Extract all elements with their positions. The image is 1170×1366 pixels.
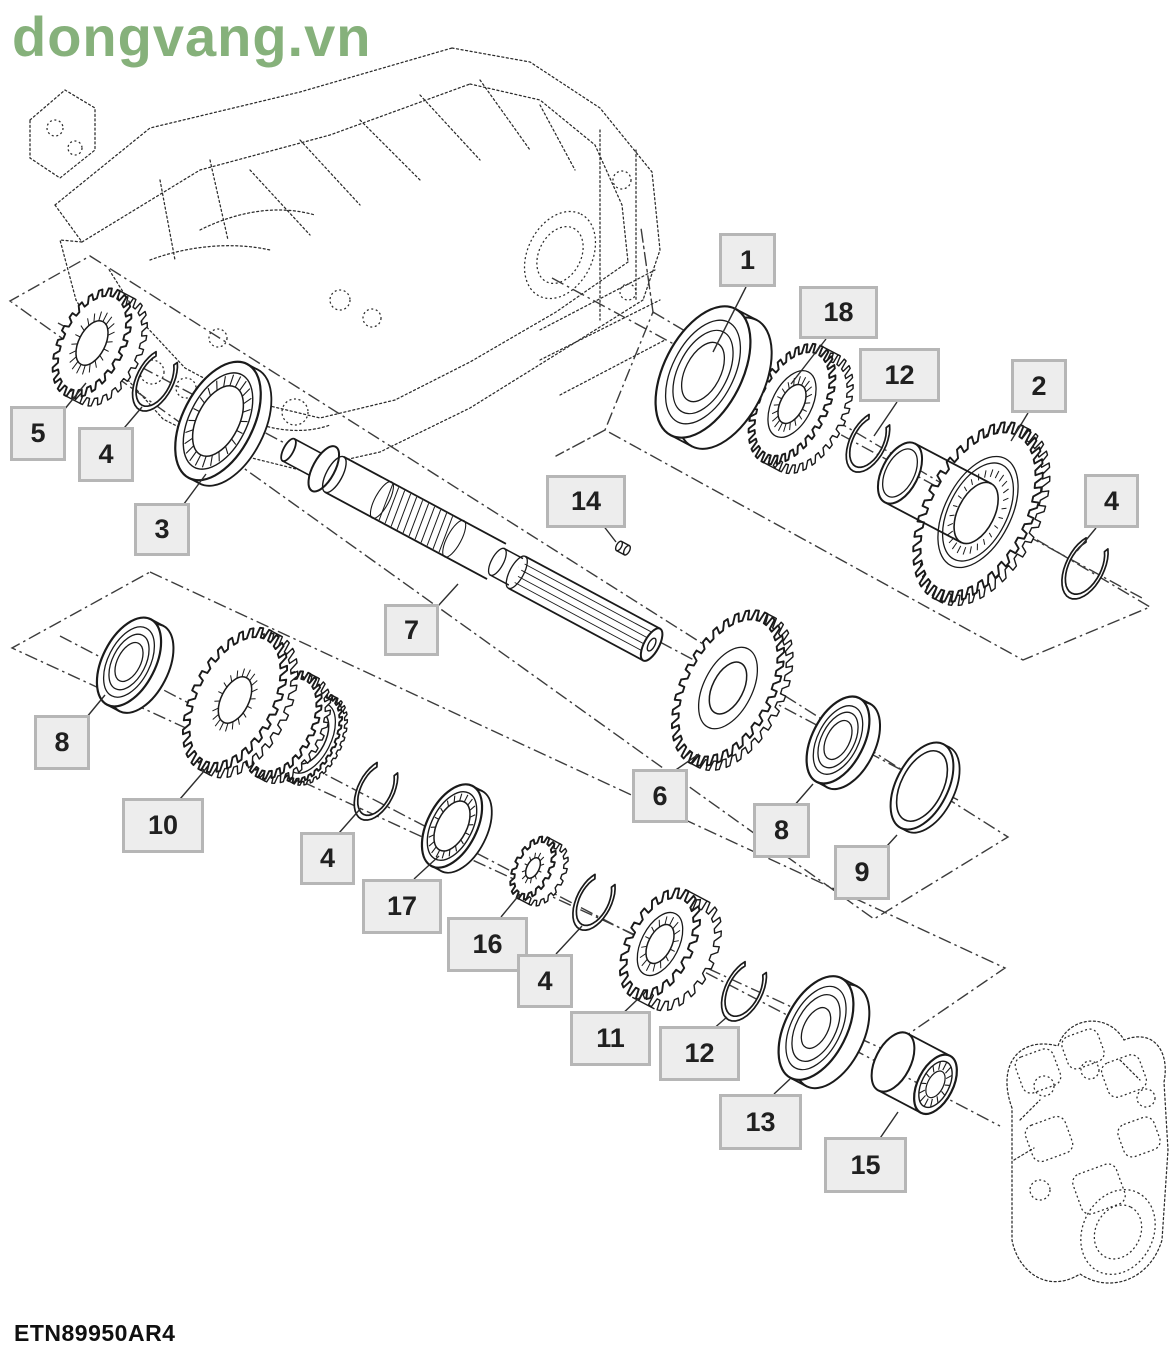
callout-box-3[interactable]: 3 <box>134 503 190 556</box>
callout-box-8-right[interactable]: 8 <box>753 803 810 858</box>
callout-leader-12-upper <box>873 401 898 437</box>
bearing-1[interactable] <box>636 291 791 464</box>
callout-label-4-right: 4 <box>1103 485 1120 516</box>
callout-label-13: 13 <box>745 1106 776 1137</box>
callout-leader-2 <box>1010 412 1029 442</box>
callout-label-8-left: 8 <box>54 727 70 757</box>
gear-18[interactable] <box>731 330 871 488</box>
callout-leader-17 <box>413 855 440 880</box>
callout-box-16[interactable]: 16 <box>447 917 528 972</box>
shaft-7[interactable] <box>272 425 670 670</box>
callout-leader-18 <box>790 338 827 385</box>
callout-box-10[interactable]: 10 <box>122 798 204 853</box>
synchronizer-3[interactable] <box>158 348 289 500</box>
callout-box-11[interactable]: 11 <box>570 1011 651 1066</box>
callout-label-10: 10 <box>147 810 179 840</box>
gear-10-large[interactable] <box>161 611 319 794</box>
callout-box-5[interactable]: 5 <box>10 406 66 461</box>
callout-box-4-lower[interactable]: 4 <box>517 954 573 1008</box>
bearing-8-left[interactable] <box>84 607 187 723</box>
callout-leader-16 <box>500 893 521 918</box>
callout-label-8-right: 8 <box>773 815 790 845</box>
snap-ring-4-upper[interactable] <box>123 349 183 419</box>
callout-label-7: 7 <box>403 614 420 645</box>
gear-6[interactable] <box>649 592 816 788</box>
snap-ring-4-lower[interactable] <box>564 872 620 938</box>
callout-label-17: 17 <box>386 891 418 921</box>
callout-box-14[interactable]: 14 <box>546 475 626 528</box>
callout-label-14: 14 <box>570 486 602 516</box>
callout-box-4-right[interactable]: 4 <box>1084 474 1139 528</box>
snap-ring-4-right[interactable] <box>1052 535 1114 607</box>
callout-leader-4-right <box>1076 527 1097 552</box>
callout-box-17[interactable]: 17 <box>362 879 442 934</box>
callout-label-15: 15 <box>850 1149 881 1180</box>
pin-14[interactable] <box>614 540 631 556</box>
callout-box-2[interactable]: 2 <box>1011 359 1067 413</box>
callout-label-12-upper: 12 <box>884 359 915 390</box>
callout-box-12-upper[interactable]: 12 <box>859 348 940 402</box>
callout-label-11: 11 <box>596 1023 625 1053</box>
callout-label-5: 5 <box>30 418 46 448</box>
callout-label-4-mid: 4 <box>319 843 336 873</box>
hub-gear-16[interactable] <box>501 829 577 913</box>
callout-leader-4-mid <box>338 807 362 834</box>
snap-ring-12-lower[interactable] <box>712 959 772 1029</box>
callout-box-18[interactable]: 18 <box>799 286 878 339</box>
callout-box-4-upper[interactable]: 4 <box>78 427 134 482</box>
shaft-centerline <box>551 277 1143 599</box>
callout-leader-4-lower <box>555 925 583 955</box>
callout-box-7[interactable]: 7 <box>384 604 439 656</box>
bearing-13[interactable] <box>763 964 885 1100</box>
callout-box-6[interactable]: 6 <box>632 769 688 823</box>
callout-box-4-mid[interactable]: 4 <box>300 832 355 885</box>
synchronizer-17[interactable] <box>410 775 505 883</box>
callout-leader-13 <box>773 1078 791 1095</box>
callout-label-4-lower: 4 <box>537 965 553 996</box>
gear-2-hub[interactable] <box>869 435 1007 550</box>
callout-box-12-lower[interactable]: 12 <box>659 1026 740 1081</box>
callout-box-15[interactable]: 15 <box>824 1137 907 1193</box>
callout-label-6: 6 <box>652 780 668 811</box>
snap-ring-4-mid[interactable] <box>345 760 403 828</box>
snap-ring-12-upper[interactable] <box>837 412 895 480</box>
callout-label-16: 16 <box>472 929 503 959</box>
callout-box-13[interactable]: 13 <box>719 1094 802 1150</box>
callout-label-1: 1 <box>739 244 756 275</box>
gear-5[interactable] <box>36 276 163 419</box>
callout-box-1[interactable]: 1 <box>719 233 776 287</box>
callout-label-12-lower: 12 <box>684 1038 715 1068</box>
document-code: ETN89950AR4 <box>14 1320 176 1346</box>
callout-leader-1 <box>712 286 747 353</box>
callout-label-2: 2 <box>1031 370 1047 401</box>
phantom-boundary <box>8 255 1010 920</box>
bushing-15[interactable] <box>863 1025 966 1120</box>
thrust-washer-9[interactable] <box>878 732 973 842</box>
bearing-8-right[interactable] <box>794 686 893 799</box>
callout-label-4-upper: 4 <box>98 439 114 469</box>
callout-label-3: 3 <box>154 514 170 544</box>
callout-label-9: 9 <box>854 857 870 887</box>
callout-label-18: 18 <box>823 297 854 327</box>
callout-box-8-left[interactable]: 8 <box>34 715 90 770</box>
gear-11[interactable] <box>603 876 737 1024</box>
callout-box-9[interactable]: 9 <box>834 845 890 900</box>
